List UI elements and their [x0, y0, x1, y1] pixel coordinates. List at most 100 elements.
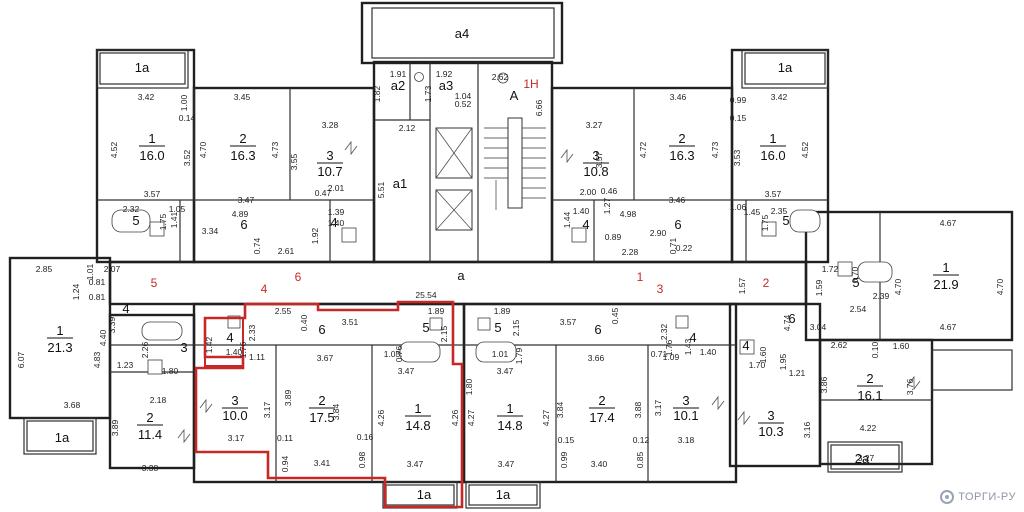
dim-label: 2.12	[399, 123, 416, 133]
dim-label: 4.26	[376, 409, 386, 426]
room-label-a1: a1	[393, 176, 407, 191]
dim-label: 4.22	[860, 423, 877, 433]
dim-label: 4.67	[940, 322, 957, 332]
dim-label: 1.43	[683, 338, 693, 355]
svg-text:6: 6	[318, 322, 325, 337]
dim-label: 3.53	[732, 149, 742, 166]
dim-label: 3.45	[234, 92, 251, 102]
toilet-icon	[414, 72, 424, 82]
bathtub-icon	[111, 209, 151, 233]
apartment-number: 6	[295, 270, 302, 284]
dim-label: 3.27	[586, 120, 603, 130]
dim-label: 1.60	[758, 346, 768, 363]
room-number: 3	[682, 393, 689, 408]
dim-label: 1.42	[204, 336, 214, 353]
room-area: 14.8	[497, 418, 522, 433]
dim-label: 3.57	[560, 317, 577, 327]
dim-label: 3.18	[678, 435, 695, 445]
dim-label: 6.07	[16, 351, 26, 368]
room-area: 17.5	[309, 410, 334, 425]
dim-label: 0.89	[605, 232, 622, 242]
balcony-right	[827, 441, 903, 473]
svg-text:2a: 2a	[855, 451, 870, 466]
svg-text:6: 6	[674, 217, 681, 232]
dim-label: 3.47	[398, 366, 415, 376]
center-labels: a4 a1 5.51 2.12 a2 1.91 1.82 a3 1.92 1.7…	[372, 26, 544, 300]
svg-text:6: 6	[788, 311, 795, 326]
small-room-labels: 5 6 4 4 6 5 4 3 4 6 5 5 6 4 4 5 6	[122, 213, 859, 355]
dim-label: 4.27	[466, 409, 476, 426]
dim-label: 0.15	[730, 113, 747, 123]
svg-text:4: 4	[689, 330, 696, 345]
svg-text:4: 4	[226, 330, 233, 345]
room-label-dividers	[47, 145, 959, 426]
dim-label: 1.40	[226, 347, 243, 357]
dim-label: 1.76	[664, 339, 674, 356]
room-number: 2	[866, 371, 873, 386]
dim-label: 3.84	[331, 403, 341, 420]
dim-label: 3.68	[64, 400, 81, 410]
outer-walls	[8, 1, 1014, 484]
torgi-logo-icon	[940, 490, 955, 504]
room-label-a3: a3	[439, 78, 453, 93]
dim-label: 1.00	[179, 94, 189, 111]
dim-label: 3.52	[182, 149, 192, 166]
room-area: 10.7	[317, 164, 342, 179]
toilet-icon	[761, 221, 777, 237]
dim-label: 2.32	[659, 323, 669, 340]
bathtub-icon	[789, 209, 821, 233]
dim-label: 3.34	[202, 226, 219, 236]
dim-label: 0.47	[315, 188, 332, 198]
dim-label: 5.51	[376, 181, 386, 198]
dim-label: 0.14	[179, 113, 196, 123]
toilet-icon	[675, 315, 689, 329]
dim-label: 1.72	[822, 264, 839, 274]
dim-label: 1.89	[428, 306, 445, 316]
dim-label: 1.60	[893, 341, 910, 351]
dim-label: 3.57	[144, 189, 161, 199]
dim-label: 0.71	[668, 237, 678, 254]
room-number: 1	[414, 401, 421, 416]
dim-label: 3.27	[858, 453, 875, 463]
stove-icon	[199, 398, 213, 414]
stove-icon	[560, 148, 574, 164]
dim-label: 2.35	[771, 206, 788, 216]
dim-label: 2.62	[492, 72, 509, 82]
dim-label: 4.67	[940, 218, 957, 228]
room-area: 10.3	[758, 424, 783, 439]
svg-text:3: 3	[180, 340, 187, 355]
balcony-left	[23, 417, 97, 455]
dim-label: 3.04	[810, 322, 827, 332]
dim-label: 3.17	[262, 401, 272, 418]
dim-label: 2.39	[873, 291, 890, 301]
dim-label: 4.83	[92, 351, 102, 368]
toilet-icon	[429, 317, 443, 331]
dim-label: 3.47	[407, 459, 424, 469]
dim-label: 1.79	[514, 347, 524, 364]
dim-label: 3.55	[289, 153, 299, 170]
dim-label: 2.33	[247, 324, 257, 341]
apartment-number: 1	[637, 270, 644, 284]
room-label-A: A	[510, 88, 519, 103]
balcony-labels: 1a 1a 1a 1a 1a 2a	[55, 60, 870, 502]
room-number: 1	[506, 401, 513, 416]
room-area: 16.3	[230, 148, 255, 163]
toilet-icon	[149, 221, 165, 237]
dim-label: 0.76	[394, 345, 404, 362]
dim-label: 0.98	[357, 451, 367, 468]
corridor-length: 25.54	[415, 290, 437, 300]
dim-label: 1.57	[737, 277, 747, 294]
stove-icon	[711, 395, 725, 411]
dim-label: 0.99	[559, 451, 569, 468]
dim-label: 1.82	[372, 85, 382, 102]
dim-label: 4.73	[270, 141, 280, 158]
dim-label: 3.89	[283, 389, 293, 406]
toilet-icon	[837, 261, 853, 277]
dim-label: 3.89	[110, 419, 120, 436]
dim-label: 0.12	[633, 435, 650, 445]
dim-label: 2.28	[622, 247, 639, 257]
room-number: 2	[239, 131, 246, 146]
room-number: 1	[148, 131, 155, 146]
